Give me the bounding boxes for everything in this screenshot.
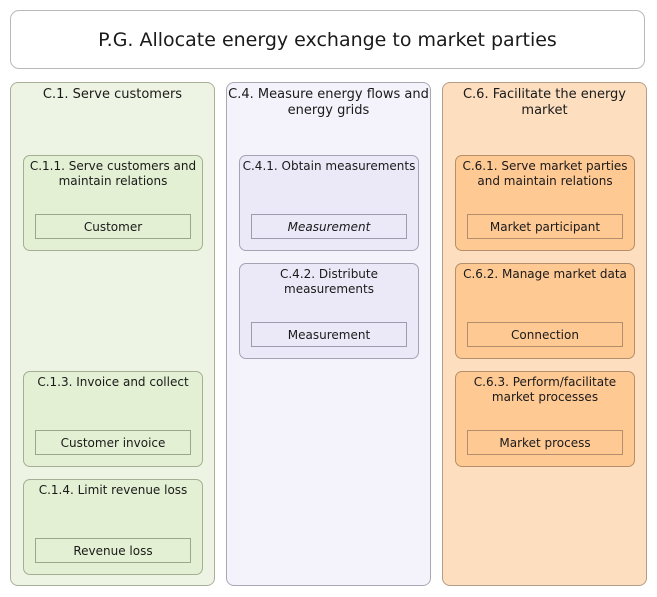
entity-connection: Connection <box>467 322 623 347</box>
capability-title: C.6.3. Perform/facilitate market process… <box>473 375 617 404</box>
group-measure-energy-flows: C.4. Measure energy flows and energy gri… <box>226 82 431 586</box>
group-title: C.4. Measure energy flows and energy gri… <box>228 87 429 118</box>
group-serve-customers: C.1. Serve customers C.1.1. Serve custom… <box>10 82 215 586</box>
capability-title: C.4.1. Obtain measurements <box>242 159 416 173</box>
capability-c-6-1: C.6.1. Serve market parties and maintain… <box>455 155 635 251</box>
capability-c-4-2: C.4.2. Distribute measurements Measureme… <box>239 263 419 359</box>
entity-market-process: Market process <box>467 430 623 455</box>
group-title: C.6. Facilitate the energy market <box>462 87 627 118</box>
entity-measurement: Measurement <box>251 322 407 347</box>
entity-measurement: Measurement <box>251 214 407 239</box>
group-title: C.1. Serve customers <box>42 87 183 102</box>
entity-customer: Customer <box>35 214 191 239</box>
capability-c-4-1: C.4.1. Obtain measurements Measurement <box>239 155 419 251</box>
group-facilitate-energy-market: C.6. Facilitate the energy market C.6.1.… <box>442 82 647 586</box>
entity-customer-invoice: Customer invoice <box>35 430 191 455</box>
capability-c-1-1: C.1.1. Serve customers and maintain rela… <box>23 155 203 251</box>
capability-c-1-4: C.1.4. Limit revenue loss Revenue loss <box>23 479 203 575</box>
capability-c-1-3: C.1.3. Invoice and collect Customer invo… <box>23 371 203 467</box>
entity-market-participant: Market participant <box>467 214 623 239</box>
capability-title: C.1.3. Invoice and collect <box>37 375 189 389</box>
diagram-title: P.G. Allocate energy exchange to market … <box>10 10 645 69</box>
capability-title: C.6.1. Serve market parties and maintain… <box>462 159 628 188</box>
capability-c-6-3: C.6.3. Perform/facilitate market process… <box>455 371 635 467</box>
capability-title: C.6.2. Manage market data <box>463 267 627 281</box>
capability-c-6-2: C.6.2. Manage market data Connection <box>455 263 635 359</box>
capability-title: C.1.4. Limit revenue loss <box>38 483 188 497</box>
entity-revenue-loss: Revenue loss <box>35 538 191 563</box>
capability-title: C.4.2. Distribute measurements <box>279 267 378 296</box>
capability-title: C.1.1. Serve customers and maintain rela… <box>29 159 197 188</box>
